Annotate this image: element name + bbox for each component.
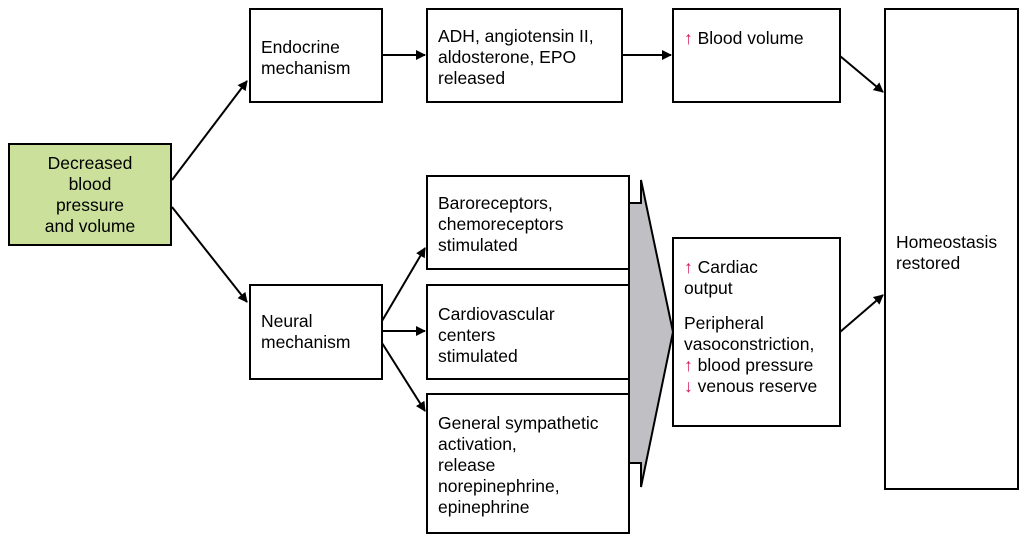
decrease-indicator-icon: ↓ [684, 376, 693, 396]
arrow-start-to-neural [171, 206, 248, 303]
convergence-arrow-shape [628, 179, 675, 488]
cardiac-output-line: ↑ Cardiac output [684, 257, 831, 299]
blood-volume-label: Blood volume [697, 28, 804, 48]
cardio-centers-node: Cardiovascular centers stimulated [426, 284, 630, 380]
blood-pressure-label: blood pressure [697, 355, 814, 375]
increase-indicator-icon: ↑ [684, 257, 693, 277]
arrow-neural-to-sympathetic [381, 342, 426, 412]
peripheral-label: Peripheral vasoconstriction, [684, 313, 815, 354]
cardio-centers-label: Cardiovascular centers stimulated [438, 304, 555, 366]
increase-indicator-icon: ↑ [684, 355, 693, 375]
neural-label: Neural mechanism [261, 311, 351, 352]
homeostasis-node: Homeostasis restored [884, 8, 1019, 490]
sympathetic-label: General sympathetic activation, release … [438, 413, 599, 517]
start-label: Decreased blood pressure and volume [44, 152, 136, 236]
effects-node: ↑ Cardiac output Peripheral vasoconstric… [672, 237, 841, 427]
cardiac-output-label: Cardiac output [684, 257, 758, 298]
homeostasis-label: Homeostasis restored [896, 232, 998, 273]
baroreceptors-label: Baroreceptors, chemoreceptors stimulated [438, 193, 564, 255]
baroreceptors-node: Baroreceptors, chemoreceptors stimulated [426, 175, 630, 270]
endocrine-node: Endocrine mechanism [249, 8, 383, 103]
arrow-blood-volume-to-homeostasis [839, 55, 884, 93]
venous-reserve-label: venous reserve [697, 376, 818, 396]
hormones-node: ADH, angiotensin II, aldosterone, EPO re… [426, 8, 623, 103]
arrow-effects-to-homeostasis [839, 294, 884, 333]
endocrine-label: Endocrine mechanism [261, 37, 351, 78]
arrow-neural-to-baroreceptors [381, 247, 426, 322]
venous-reserve-line: ↓ venous reserve [684, 376, 831, 397]
sympathetic-node: General sympathetic activation, release … [426, 393, 630, 534]
blood-pressure-line: ↑ blood pressure [684, 355, 831, 376]
hormones-label: ADH, angiotensin II, aldosterone, EPO re… [438, 26, 594, 88]
increase-indicator-icon: ↑ [684, 28, 693, 48]
neural-node: Neural mechanism [249, 284, 383, 380]
blood-volume-line: ↑ Blood volume [684, 28, 831, 49]
blood-volume-node: ↑ Blood volume [672, 8, 841, 103]
start-node: Decreased blood pressure and volume [8, 143, 172, 246]
arrow-start-to-endocrine [171, 80, 248, 181]
